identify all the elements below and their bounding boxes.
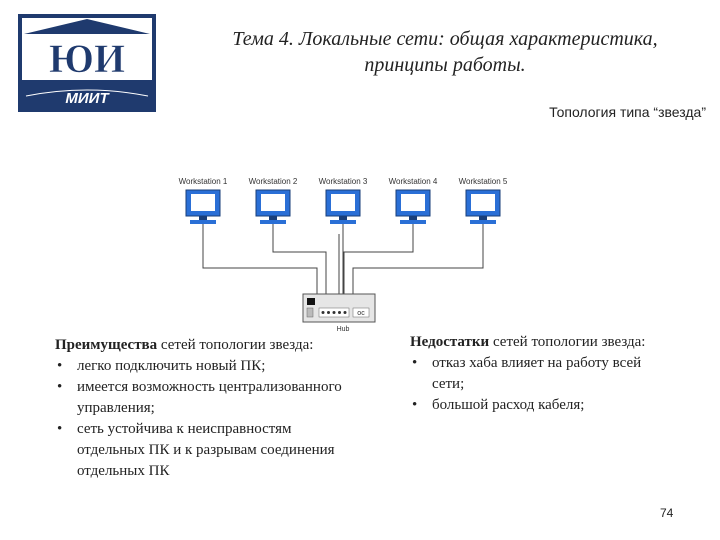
advantages-heading-bold: Преимущества xyxy=(55,337,158,353)
hub-port-block xyxy=(306,307,314,318)
disadvantages-section: Недостатки сетей топологии звезда: • отка… xyxy=(410,332,670,416)
list-item: • имеется возможность централизованного у… xyxy=(55,377,355,419)
monitor-screen xyxy=(401,194,425,211)
hub-port-label: oc xyxy=(357,310,365,317)
monitor-screen xyxy=(471,194,495,211)
cable-line xyxy=(352,224,484,294)
cable-line xyxy=(343,224,414,294)
hub-label: Hub xyxy=(337,326,350,333)
hub-port-panel xyxy=(352,307,370,318)
bullet: • xyxy=(412,355,418,371)
page-number: 74 xyxy=(660,506,674,520)
disadvantages-heading-bold: Недостатки xyxy=(410,334,490,350)
workstation-label: Workstation 2 xyxy=(249,177,298,186)
list-item-text: сеть устойчива к неисправностям отдельны… xyxy=(77,421,335,479)
topology-svg: Workstation 1 Workstation 2 Workstation 3 W… xyxy=(179,177,508,333)
list-item-text: большой расход кабеля; xyxy=(432,397,585,413)
monitor-base xyxy=(190,220,216,224)
list-item-text: имеется возможность централизованного уп… xyxy=(77,379,342,416)
hub-port xyxy=(327,311,330,314)
advantages-heading-rest: сетей топологии звезда: xyxy=(157,337,314,353)
workstation-label: Workstation 3 xyxy=(319,177,368,186)
monitor-stand xyxy=(409,216,417,220)
hub-port xyxy=(338,311,341,314)
advantages-section: Преимущества сетей топологии звезда: • ле… xyxy=(55,335,355,482)
monitor-stand xyxy=(479,216,487,220)
hub-port xyxy=(321,311,325,314)
logo-wordmark: МИИТ xyxy=(65,90,110,107)
list-item: • отказ хаба влияет на работу всей сети; xyxy=(410,353,670,395)
list-item-text: легко подключить новый ПК; xyxy=(77,358,266,374)
list-item: • сеть устойчива к неисправностям отдельн… xyxy=(55,419,355,482)
monitor-base xyxy=(470,220,496,224)
miit-logo: ЮИ МИИТ xyxy=(18,14,156,112)
hub-indicator xyxy=(307,298,315,305)
monitor-stand xyxy=(199,216,207,220)
monitor-base xyxy=(400,220,426,224)
disadvantages-list: •отказ хаба влияет на работу всей сети; … xyxy=(410,353,670,416)
disadvantages-heading: Недостатки сетей топологии звезда: xyxy=(410,332,670,353)
star-topology-diagram: Workstation 1 Workstation 2 Workstation 3 W… xyxy=(165,172,525,337)
disadvantages-heading-rest: сетей топологии звезда: xyxy=(489,334,646,350)
monitor-stand xyxy=(339,216,347,220)
title-line-2: принципы работы. xyxy=(364,54,526,76)
monitor-base xyxy=(330,220,356,224)
logo-letters: ЮИ xyxy=(49,36,125,81)
monitor-screen xyxy=(331,194,355,211)
monitor-stand xyxy=(269,216,277,220)
hub-port xyxy=(332,311,336,314)
workstation-label: Workstation 1 xyxy=(179,177,228,186)
bullet: • xyxy=(57,358,63,374)
workstation-label: Workstation 5 xyxy=(459,177,508,186)
workstation-label: Workstation 4 xyxy=(389,177,438,186)
bullet: • xyxy=(412,397,418,413)
list-item: • большой расход кабеля; xyxy=(410,395,670,416)
cable-line xyxy=(202,224,318,294)
monitor-screen xyxy=(191,194,215,211)
cable-line xyxy=(272,224,327,294)
bullet: • xyxy=(57,379,63,395)
bullet: • xyxy=(57,421,63,437)
slide-subtitle: Топология типа “звезда” xyxy=(549,104,706,120)
slide-title: Тема 4. Локальные сети: общая характерис… xyxy=(170,26,720,78)
advantages-heading: Преимущества сетей топологии звезда: xyxy=(55,335,355,356)
monitor-screen xyxy=(261,194,285,211)
list-item-text: отказ хаба влияет на работу всей сети; xyxy=(432,355,642,392)
hub-port xyxy=(343,311,347,314)
title-line-1: Тема 4. Локальные сети: общая характерис… xyxy=(232,28,658,50)
advantages-list: • легко подключить новый ПК; • имеется воз… xyxy=(55,356,355,482)
logo-graphic: ЮИ МИИТ xyxy=(18,14,156,112)
list-item: • легко подключить новый ПК; xyxy=(55,356,355,377)
monitor-base xyxy=(260,220,286,224)
